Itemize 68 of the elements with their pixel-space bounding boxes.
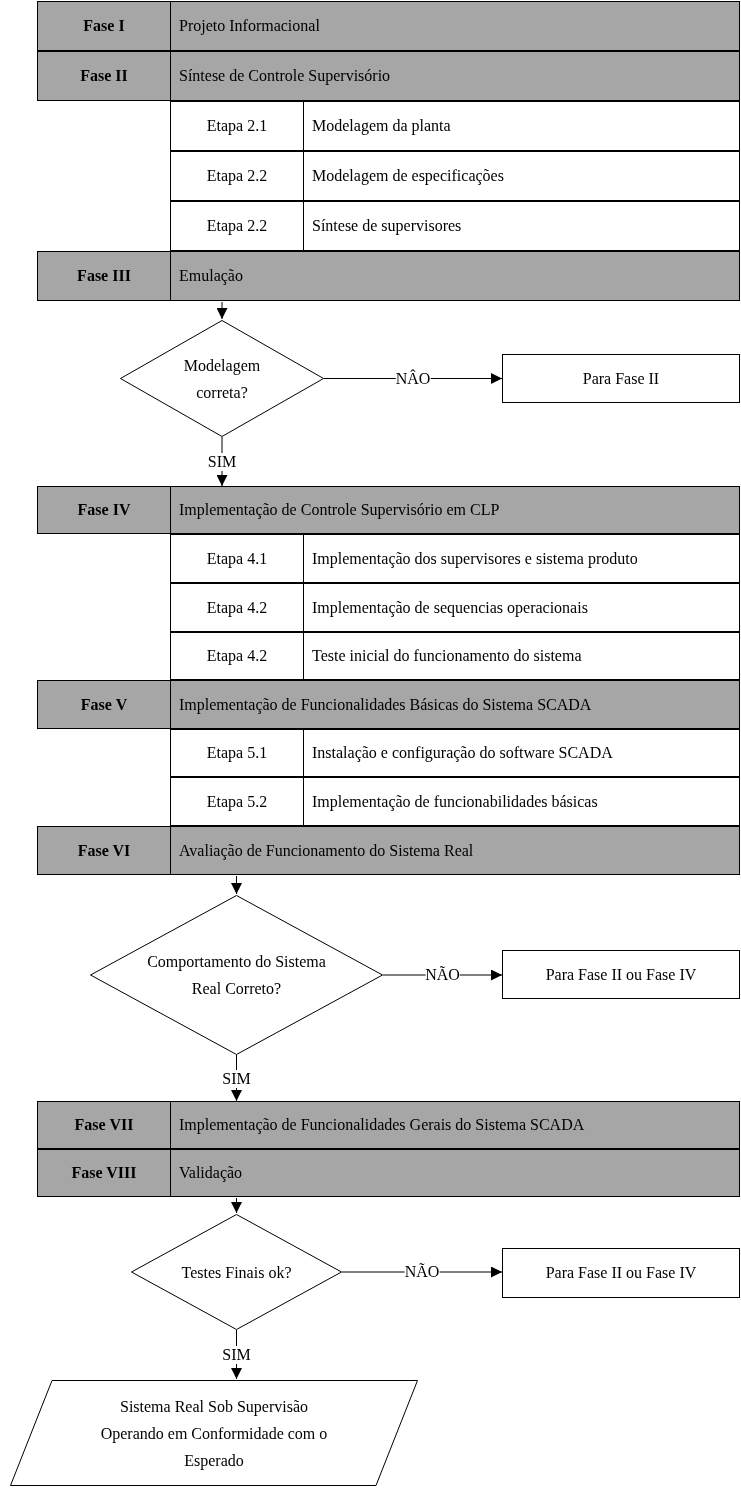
step-description: Modelagem da planta [312,117,451,135]
step-description: Implementação de sequencias operacionais [312,598,588,617]
process-text: Para Fase II [582,368,660,389]
arrow [231,875,242,895]
step-description: Implementação de funcionabilidades básicas [312,792,598,811]
step-label: Etapa 4.1 [206,548,268,570]
decision-diamond [131,1214,342,1330]
step-row [170,151,740,201]
phase-description: Implementação de Funcionalidades Gerais do Sistema SCADA [179,1116,585,1134]
step-row [170,583,740,632]
output-text: Sistema Real Sob Supervisão Operando em Conformidade com o Esperado [99,1396,329,1472]
step-row [170,201,740,251]
step-row [170,632,740,680]
process-text: Para Fase II ou Fase IV [545,1263,697,1283]
process-box [502,950,740,999]
process-text: Para Fase II ou Fase IV [545,964,697,985]
step-row [170,101,740,151]
edge-label: SIM [207,453,237,471]
step-description: Modelagem de especificações [312,167,504,185]
phase-row [37,1149,740,1197]
process-box [502,354,740,403]
phase-description: Emulação [179,267,243,285]
output-parallelogram [10,1380,418,1486]
edge-label: SIM [222,1069,251,1088]
arrow [231,1197,242,1214]
phase-description: Síntese de Controle Supervisório [179,67,391,85]
step-label: Etapa 2.1 [206,116,268,137]
step-label: Etapa 5.2 [206,791,268,813]
phase-description: Validação [179,1164,243,1182]
phase-label: Fase VIII [71,1163,137,1183]
phase-row [37,680,740,729]
process-box [502,1248,740,1298]
decision-diamond [90,895,383,1055]
step-label: Etapa 2.2 [206,216,268,237]
step-description: Teste inicial do funcionamento do sistema [312,647,582,665]
step-description: Instalação e configuração do software SCADA [312,744,613,762]
phase-description: Implementação de Controle Supervisório em CLP [179,501,500,519]
phase-label: Fase II [80,66,128,86]
phase-label: Fase VI [77,840,131,861]
phase-description: Projeto Informacional [179,17,320,35]
phase-label: Fase VII [74,1115,134,1135]
phase-label: Fase III [77,266,131,286]
phase-row [37,51,740,101]
phase-row [37,486,740,534]
step-description: Síntese de supervisores [312,217,462,235]
phase-row [37,826,740,875]
phase-label: Fase I [83,16,125,36]
edge-label: SIM [222,1346,251,1364]
phase-label: Fase V [80,694,128,715]
phase-description: Avaliação de Funcionamento do Sistema Real [179,841,474,860]
phase-row [37,1101,740,1149]
decision-diamond [120,320,324,437]
step-row [170,729,740,777]
phase-description: Implementação de Funcionalidades Básicas do Sistema SCADA [179,695,592,714]
step-label: Etapa 5.1 [206,743,268,764]
step-label: Etapa 4.2 [206,597,268,619]
step-row [170,777,740,826]
decision-text: Testes Finais ok? [180,1262,293,1283]
phase-row [37,1,740,51]
phase-row [37,251,740,301]
step-row [170,534,740,583]
step-description: Implementação dos supervisores e sistema produto [312,549,638,568]
decision-text: Comportamento do Sistema Real Correto? [146,952,327,999]
step-label: Etapa 4.2 [206,646,268,667]
arrow [216,301,228,320]
decision-text: Modelagem correta? [182,355,262,403]
step-label: Etapa 2.2 [206,166,268,187]
phase-label: Fase IV [77,500,131,520]
